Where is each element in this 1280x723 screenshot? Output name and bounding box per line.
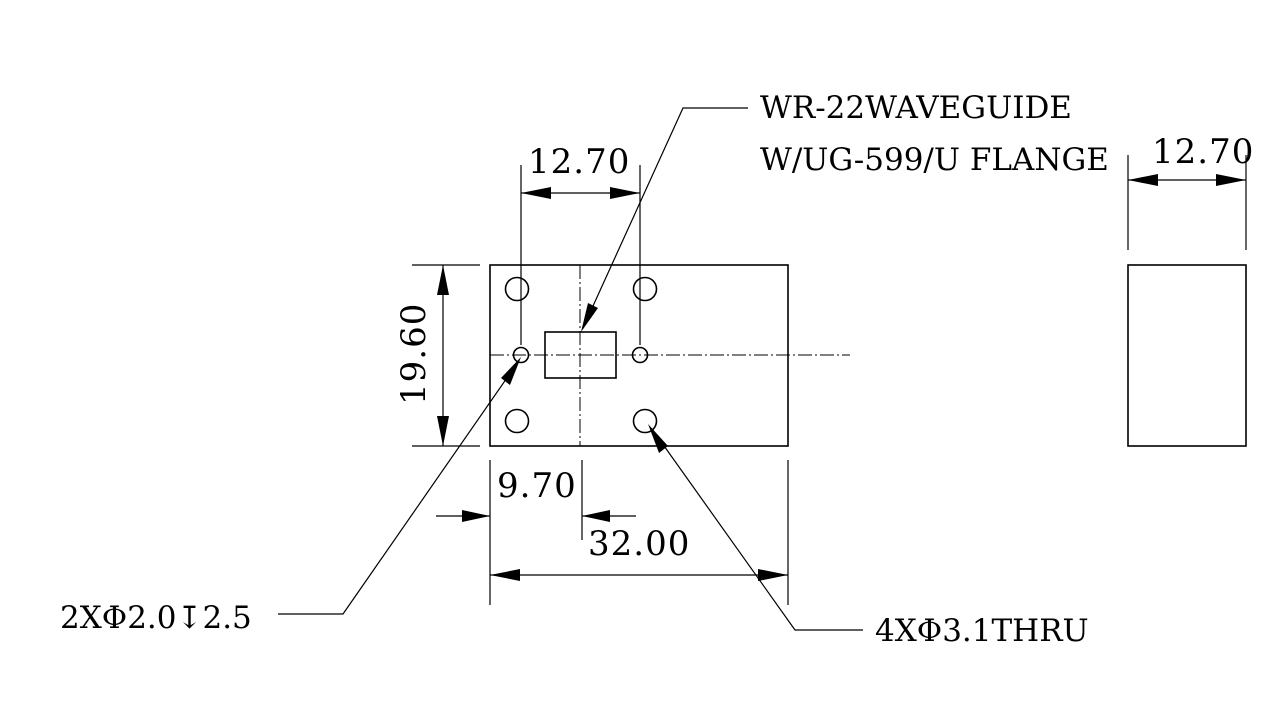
dimension-side-thickness-text: 12.70 — [1152, 132, 1254, 172]
leader-thru-hole: 4XΦ3.1THRU — [648, 424, 1089, 649]
arrowhead — [501, 357, 521, 385]
thru-hole-top-right — [632, 276, 658, 302]
dimension-width: 32.00 — [490, 460, 789, 605]
dimension-center-offset: 9.70 — [436, 460, 636, 605]
thru-hole-top-left — [504, 276, 530, 302]
side-view: 12.70 — [1127, 132, 1254, 447]
dimension-hole-spacing: 12.70 — [520, 142, 641, 345]
waveguide-label-line1: WR-22WAVEGUIDE — [760, 90, 1072, 126]
leader-waveguide: WR-22WAVEGUIDE W/UG-599/U FLANGE — [581, 90, 1109, 332]
dimension-hole-spacing-text: 12.70 — [528, 142, 630, 182]
arrowhead — [581, 303, 598, 332]
side-view-outline — [1127, 264, 1247, 447]
waveguide-aperture — [544, 331, 617, 379]
arrowhead — [582, 510, 610, 522]
arrowhead — [1216, 174, 1246, 186]
arrowhead — [1128, 174, 1158, 186]
arrowhead — [648, 424, 668, 453]
leader-blind-hole: 2XΦ2.0↧2.5 — [60, 357, 521, 636]
thru-hole-bottom-left — [504, 408, 530, 434]
dimension-width-text: 32.00 — [588, 524, 690, 564]
arrowhead — [462, 510, 490, 522]
arrowhead — [521, 187, 551, 199]
dimension-height-text: 19.60 — [394, 303, 434, 405]
thru-hole-bottom-right — [632, 408, 658, 434]
arrowhead — [437, 416, 449, 446]
front-view — [489, 264, 850, 447]
thru-hole-callout: 4XΦ3.1THRU — [875, 613, 1089, 649]
dimension-height: 19.60 — [394, 264, 480, 447]
arrowhead — [610, 187, 640, 199]
dimension-center-offset-text: 9.70 — [497, 466, 577, 506]
blind-hole-right — [631, 346, 649, 364]
arrowhead — [437, 265, 449, 295]
blind-hole-callout: 2XΦ2.0↧2.5 — [60, 600, 252, 636]
blind-hole-left — [512, 346, 530, 364]
arrowhead — [490, 569, 520, 581]
waveguide-label-line2: W/UG-599/U FLANGE — [760, 142, 1109, 178]
arrowhead — [758, 569, 788, 581]
